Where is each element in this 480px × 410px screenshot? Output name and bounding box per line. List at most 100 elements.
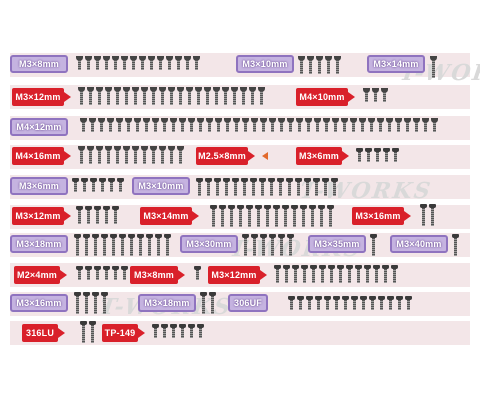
label-m3x6: M3×6mm [296, 147, 349, 165]
screw-picture [83, 292, 90, 314]
screw-picture [316, 56, 323, 78]
screw-picture [213, 87, 220, 109]
screw-picture [241, 178, 248, 200]
screw-picture [92, 292, 99, 314]
screw-picture [365, 148, 372, 170]
screw-picture [101, 292, 108, 314]
screw-picture [76, 266, 83, 288]
screw-picture [103, 56, 110, 78]
screw-picture [175, 56, 182, 78]
screw-picture [341, 118, 348, 140]
screw-picture [278, 118, 285, 140]
screw-picture [83, 234, 90, 256]
screw-picture [134, 118, 141, 140]
screw-picture [215, 118, 222, 140]
screw-picture [304, 178, 311, 200]
screw-picture [107, 118, 114, 140]
screw-picture [259, 178, 266, 200]
screw-picture [363, 88, 370, 110]
screw-picture [117, 178, 124, 200]
screw-picture [233, 118, 240, 140]
screw-picture [359, 118, 366, 140]
screw-picture [196, 178, 203, 200]
screw-picture [288, 296, 295, 318]
screw-picture [246, 205, 253, 227]
screw-picture [237, 205, 244, 227]
screw-picture [232, 178, 239, 200]
screw-picture [314, 118, 321, 140]
screw-picture [368, 118, 375, 140]
screw-picture [141, 146, 148, 168]
label-m3x6b: M3×6mm [10, 177, 68, 195]
screw-picture [150, 146, 157, 168]
screw-picture [327, 205, 334, 227]
screw-picture [119, 234, 126, 256]
screw-picture [286, 178, 293, 200]
screw-picture [214, 178, 221, 200]
screw-picture [116, 118, 123, 140]
screw-picture [179, 324, 186, 346]
screw-picture [251, 234, 258, 256]
screw-picture [297, 296, 304, 318]
screw-picture [89, 321, 96, 343]
screw-picture [137, 234, 144, 256]
screw-picture [292, 265, 299, 287]
screw-picture [309, 205, 316, 227]
screw-picture [296, 118, 303, 140]
screw-picture [350, 118, 357, 140]
screw-picture [431, 118, 438, 140]
screw-picture [112, 56, 119, 78]
screw-picture [310, 265, 317, 287]
screw-group-m3x30 [242, 234, 294, 256]
screw-picture [219, 205, 226, 227]
screw-picture [121, 266, 128, 288]
screw-group-m3x14b [210, 205, 334, 227]
screw-picture [323, 118, 330, 140]
screw-picture [98, 118, 105, 140]
screw-picture [264, 205, 271, 227]
screw-picture [193, 56, 200, 78]
screw-picture [105, 87, 112, 109]
screw-picture [164, 234, 171, 256]
screw-picture [99, 178, 106, 200]
screw-picture [206, 118, 213, 140]
screw-picture [112, 266, 119, 288]
screw-picture [139, 56, 146, 78]
screw-group-m3x35 [370, 234, 377, 256]
screw-picture [242, 234, 249, 256]
screw-picture [188, 118, 195, 140]
label-m3x35: M3×35mm [308, 235, 366, 253]
screw-picture [114, 87, 121, 109]
screw-picture [328, 265, 335, 287]
screw-picture [278, 234, 285, 256]
screw-picture [318, 205, 325, 227]
screw-picture [382, 265, 389, 287]
screw-group-m2x4 [76, 266, 128, 288]
screw-picture [383, 148, 390, 170]
screw-picture [159, 146, 166, 168]
screw-picture [337, 265, 344, 287]
screw-picture [87, 146, 94, 168]
screw-picture [123, 146, 130, 168]
screw-group-m3x16b [74, 292, 108, 314]
label-m3x10: M3×10mm [236, 55, 294, 73]
screw-group-m3x6b [72, 178, 124, 200]
label-m3x16: M3×16mm [352, 207, 411, 225]
screw-picture [125, 118, 132, 140]
screw-picture [282, 205, 289, 227]
screw-picture [94, 206, 101, 228]
screw-group-m3x12b [76, 206, 119, 228]
screw-picture [298, 56, 305, 78]
screw-picture [325, 56, 332, 78]
screw-picture [260, 118, 267, 140]
screw-picture [161, 324, 168, 346]
screw-picture [74, 292, 81, 314]
screw-picture [89, 118, 96, 140]
screw-picture [405, 296, 412, 318]
screw-picture [324, 296, 331, 318]
screw-picture [166, 56, 173, 78]
screw-picture [92, 234, 99, 256]
screw-picture [372, 88, 379, 110]
screw-picture [334, 56, 341, 78]
